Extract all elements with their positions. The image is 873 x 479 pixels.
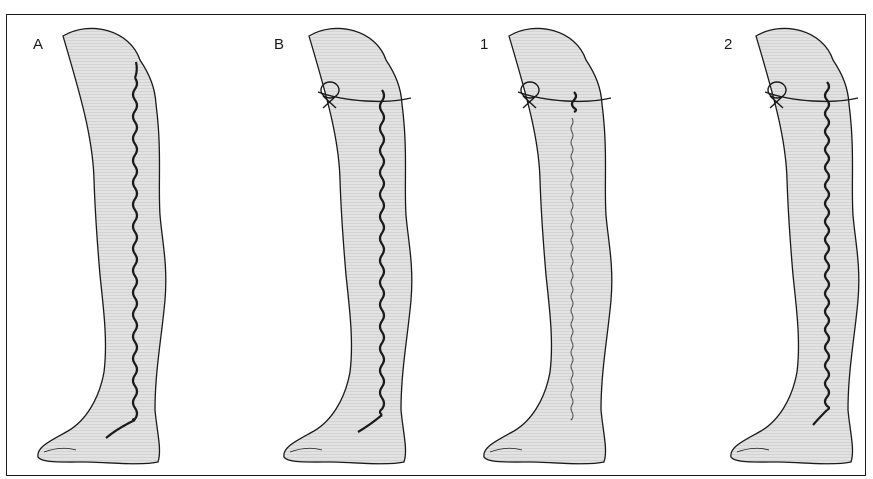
leg-outline bbox=[38, 28, 166, 463]
leg-panel-2 bbox=[731, 28, 859, 463]
leg-panel-b bbox=[284, 28, 412, 463]
leg-outline bbox=[484, 28, 612, 463]
leg-panel-1 bbox=[484, 28, 612, 463]
leg-outline bbox=[284, 28, 412, 463]
leg-outline bbox=[731, 28, 859, 463]
leg-panel-a bbox=[38, 28, 166, 463]
